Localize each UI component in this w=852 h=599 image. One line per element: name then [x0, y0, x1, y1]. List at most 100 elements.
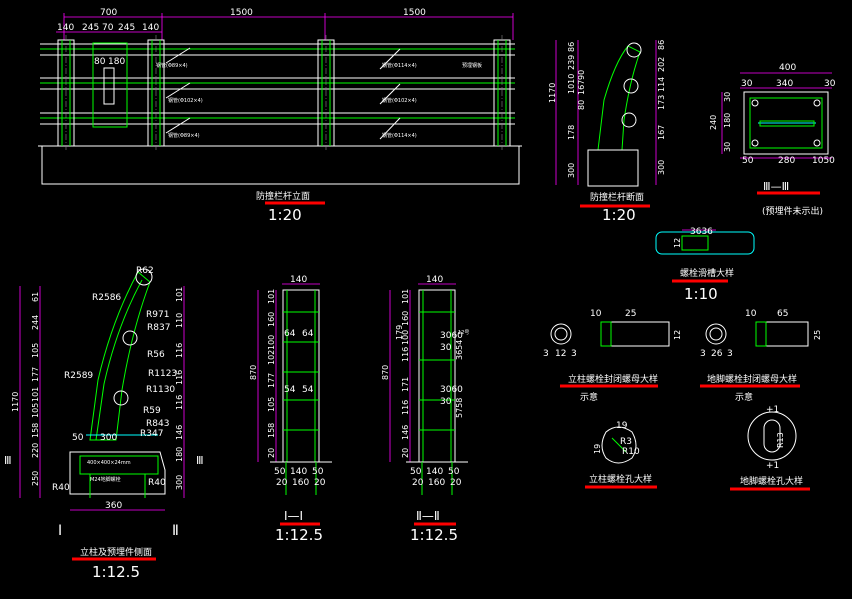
sec2-l-116: 116: [401, 347, 410, 362]
side-bot-50: 50: [72, 433, 84, 443]
side-bot-300: 300: [100, 433, 117, 443]
side-view: 1170 61 244 105 177 101 105 158 220 250 …: [4, 266, 204, 581]
elev-sub-70: 70: [102, 23, 114, 33]
side-r-116c: 116: [175, 395, 184, 410]
elev-sub-245b: 245: [118, 23, 135, 33]
elev-sub-140a: 140: [57, 23, 74, 33]
elev-sub-245a: 245: [82, 23, 99, 33]
sec1-l-177: 177: [267, 373, 276, 388]
side-r2586: R2586: [92, 293, 121, 303]
side-l-158: 158: [31, 423, 40, 438]
cross-section-view: 1170 86 239 1010 80 167 90 178 300 86 20…: [548, 40, 666, 224]
sec1-scale: 1:12.5: [275, 526, 323, 544]
ancnut-title: 地脚螺栓封闭螺母大样: [707, 373, 797, 385]
elev-embed-label: 预埋钢板: [462, 62, 482, 69]
cross-dim-239: 239: [567, 55, 576, 70]
cross-title: 防撞栏杆断面: [590, 191, 644, 203]
sec2-inner-30b: 30: [440, 397, 452, 407]
colhole-r10: R10: [622, 447, 640, 457]
side-r-146: 146: [175, 425, 184, 440]
side-r56: R56: [147, 350, 165, 360]
sec2-scale: 1:12.5: [410, 526, 458, 544]
sec2-inner-3654: 3654: [455, 340, 464, 360]
sec2-bot-50a: 50: [410, 467, 422, 477]
cross-dim-167: 167: [577, 80, 586, 95]
cross-total: 1170: [548, 83, 557, 103]
cross-dim-90: 90: [577, 70, 586, 80]
elevation-title: 防撞栏杆立面: [256, 190, 310, 202]
col-bolt-hole-detail: 19 R3 R10 19 立柱螺栓孔大样: [585, 421, 657, 489]
sec2-bot-50b: 50: [448, 467, 460, 477]
sec1-l-102: 102: [267, 350, 276, 365]
side-r-110: 110: [175, 313, 184, 328]
sec3-left-180: 180: [723, 113, 732, 128]
elevation-view: 700 1500 1500 140 245 70 245 140 80 180: [38, 8, 522, 224]
sec1-inner-54b: 54: [302, 385, 314, 395]
side-r-300: 300: [175, 475, 184, 490]
side-r971: R971: [146, 310, 169, 320]
ancnut-65: 65: [777, 309, 788, 319]
anchole-plus1b: +1: [766, 461, 779, 471]
colhole-19b: 19: [593, 444, 602, 454]
cross-dim-80: 80: [577, 100, 586, 110]
sec2-inner-5758: 5758: [455, 398, 464, 418]
colnut-3b: 3: [571, 349, 577, 359]
side-l-61: 61: [31, 292, 40, 302]
sec2-l-100: 100: [401, 330, 410, 345]
ancnut-25: 25: [813, 330, 822, 340]
sec2-l-20: 20: [401, 448, 410, 458]
sec1-bot-50a: 50: [274, 467, 286, 477]
groove-title: 螺栓滑槽大样: [680, 267, 734, 279]
sec2-bot2-20a: 20: [412, 478, 424, 488]
side-r-101: 101: [175, 287, 184, 302]
side-r837: R837: [147, 323, 170, 333]
side-r40a: R40: [52, 483, 70, 493]
side-r-116b: 116: [175, 370, 184, 385]
elev-pipe-label-5: 钢管(Φ102×4): [382, 97, 417, 104]
sec2-inner-3060a: 3060: [440, 331, 463, 341]
colnut-25: 25: [625, 309, 636, 319]
side-r62: R62: [136, 266, 154, 276]
colnut-12: 12: [555, 349, 566, 359]
sec2-inner-30a: 30: [440, 343, 452, 353]
sec3-bot-1050: 1050: [812, 156, 835, 166]
side-r1123: R1123: [148, 369, 177, 379]
side-r843: R843: [146, 419, 169, 429]
side-r1130: R1130: [146, 385, 175, 395]
cross-dim-86: 86: [567, 42, 576, 52]
side-plate-label: 400×400×24mm: [87, 460, 131, 466]
side-l-250: 250: [31, 471, 40, 486]
side-scale: 1:12.5: [92, 563, 140, 581]
sec3-note: (预埋件未示出): [762, 205, 823, 217]
sec3-bot-50: 50: [742, 156, 754, 166]
side-total: 1170: [11, 392, 20, 412]
sec2-l-146: 146: [401, 425, 410, 440]
sec2-bot-140: 140: [426, 467, 443, 477]
groove-dim-3636: 3636: [690, 227, 713, 237]
sec2-height: 870: [381, 365, 390, 380]
side-r-116a: 116: [175, 343, 184, 358]
sec2-bot2-20b: 20: [450, 478, 462, 488]
ancnut-sub: 示意: [735, 391, 753, 403]
section-2-view: 140 870 3060 30 3654 3060 30 5758 12号 10…: [381, 275, 469, 544]
sec1-l-158: 158: [267, 423, 276, 438]
ancnut-26: 26: [711, 349, 723, 359]
anchole-title: 地脚螺栓孔大样: [740, 475, 803, 487]
sec2-l-179: 179: [395, 325, 404, 340]
ancnut-10: 10: [745, 309, 757, 319]
side-roman-right-3: Ⅲ: [196, 454, 204, 467]
groove-dim-12: 12: [673, 238, 682, 248]
sec2-l-101: 101: [401, 289, 410, 304]
sec1-title: Ⅰ—Ⅰ: [284, 509, 303, 523]
sec3-left-240: 240: [709, 115, 718, 130]
sec1-l-20: 20: [267, 448, 276, 458]
sec1-height: 870: [249, 365, 258, 380]
cross-r-202: 202: [657, 57, 666, 72]
side-title: 立柱及预埋件侧面: [80, 546, 152, 558]
side-l-105b: 105: [31, 403, 40, 418]
cross-r-167: 167: [657, 125, 666, 140]
colhole-title: 立柱螺栓孔大样: [589, 473, 652, 485]
elev-dim-1500b: 1500: [403, 8, 426, 18]
sec1-inner-64a: 64: [284, 329, 296, 339]
cross-dim-178: 178: [567, 125, 576, 140]
